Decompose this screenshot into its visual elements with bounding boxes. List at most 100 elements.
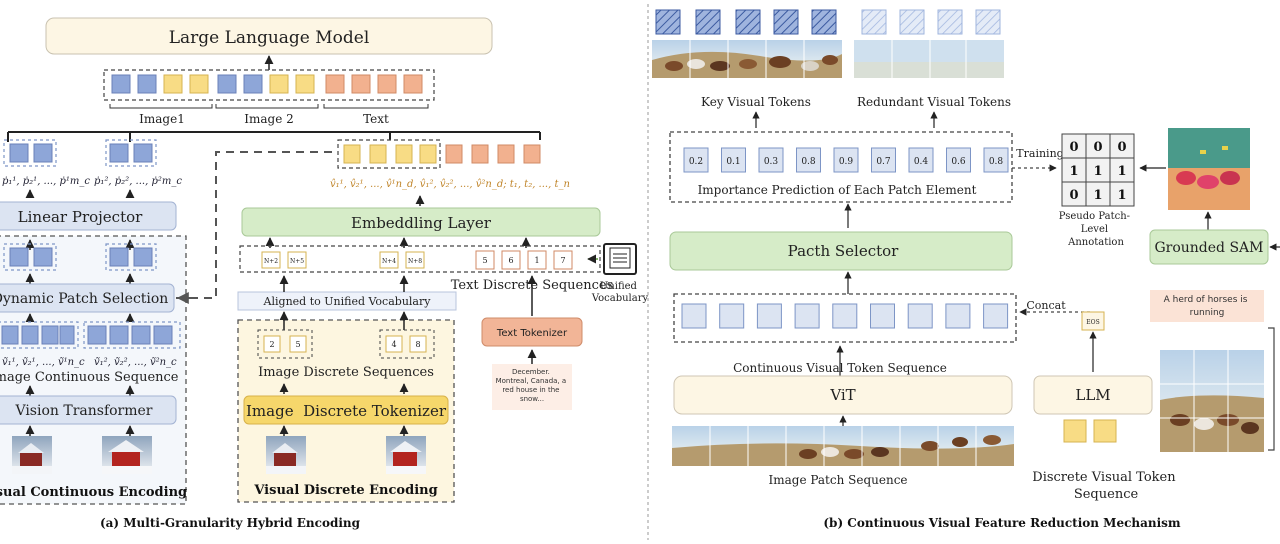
- matrix-value: 1: [1093, 188, 1102, 203]
- grounded-sam-box: [1149, 229, 1269, 265]
- score-value: 0.4: [914, 157, 929, 167]
- token-yellow: [295, 74, 315, 94]
- embedding-layer-box: [241, 207, 601, 237]
- score-cell: [983, 147, 1009, 173]
- matrix-value: 1: [1069, 164, 1078, 179]
- visual-continuous-encoding: Visual Continuous Encoding: [0, 485, 187, 500]
- cvts-token: [832, 303, 858, 329]
- cvts-token: [907, 303, 933, 329]
- p-seq-2: ṗ₁², ṗ₂², ..., ṗ²m_c: [94, 176, 182, 187]
- score-value: 0.8: [989, 157, 1004, 167]
- unified-vocabulary: Unified Vocabulary: [591, 281, 649, 304]
- embedding-layer-label: Embeddling Layer: [351, 214, 492, 232]
- linear-projector-label: Linear Projector: [18, 208, 143, 226]
- score-cell: [908, 147, 934, 173]
- score-value: 0.3: [764, 157, 779, 167]
- text-input: December. Montreal, Canada, a red house …: [496, 368, 569, 403]
- horse-grid-image: [1160, 350, 1264, 452]
- p-seq-1: ṗ₁¹, ṗ₂¹, ..., ṗ¹m_c: [2, 176, 90, 187]
- redundant-visual-image-strip: [854, 40, 1004, 78]
- importance-label: Importance Prediction of Each Patch Elem…: [698, 183, 977, 197]
- vit-box: [673, 375, 1013, 415]
- aligned-vocab-label: Aligned to Unified Vocabulary: [263, 295, 432, 308]
- text-token-id: 5: [482, 256, 487, 265]
- discrete-visual-token-sequence: Discrete Visual Token Sequence: [1032, 470, 1179, 502]
- redundant-visual-tokens-label: Redundant Visual Tokens: [857, 95, 1011, 109]
- matrix-cell: [1061, 133, 1087, 159]
- matrix-cell: [1061, 181, 1087, 207]
- key-hatched-tokens: [655, 9, 837, 35]
- image-discrete-tokenizer-label: Image Discrete Tokenizer: [246, 402, 447, 420]
- discrete-token: [1063, 419, 1087, 443]
- score-value: 0.9: [839, 157, 854, 167]
- eos-label: EOS: [1086, 319, 1099, 326]
- matrix-value: 0: [1069, 188, 1078, 203]
- disc-token-frame: [337, 139, 441, 169]
- llm-label: Large Language Model: [169, 28, 370, 48]
- cvts-token: [756, 303, 782, 329]
- patch-selector-label: Pacth Selector: [788, 242, 900, 260]
- caption-right: (b) Continuous Visual Feature Reduction …: [823, 516, 1181, 530]
- token-yellow: [269, 74, 289, 94]
- matrix-value: 0: [1069, 140, 1078, 155]
- image-patch-sequence: [672, 426, 1014, 466]
- token-yellow: [163, 74, 183, 94]
- group-label-image2: Image 2: [244, 112, 294, 126]
- grounded-sam-label: Grounded SAM: [1154, 240, 1263, 256]
- cvts-tokens: [681, 303, 1009, 329]
- cvts-frame: [673, 293, 1017, 343]
- cvts-token: [681, 303, 707, 329]
- disc-id: 8: [415, 340, 420, 349]
- v-seq-2: ṽ₁², ṽ₂², ..., ṽ²n_c: [94, 357, 177, 368]
- prompt-text: A herd of horses is running: [1164, 295, 1251, 318]
- matrix-value: 1: [1117, 164, 1126, 179]
- text-token-id: 1: [534, 256, 539, 265]
- eos-token: [1081, 311, 1105, 331]
- cvts-token: [945, 303, 971, 329]
- score-value: 0.2: [689, 157, 703, 167]
- p-token-frame-2: [105, 139, 157, 167]
- linear-projector-box: [0, 201, 177, 231]
- token-id: N+5: [290, 258, 304, 265]
- cvts-token: [870, 303, 895, 329]
- top-token-frame: [103, 69, 435, 101]
- matrix-cell: [1109, 133, 1135, 159]
- house-image-2: [102, 436, 152, 474]
- disc-id: 4: [391, 340, 396, 349]
- cvts-token: [983, 303, 1009, 329]
- score-cell: [683, 147, 709, 173]
- redundant-hatched-tokens: [861, 9, 1001, 35]
- image-patch-sequence-label: Image Patch Sequence: [768, 473, 907, 487]
- p-token-frame-1: [3, 139, 57, 167]
- token-blue: [111, 74, 131, 94]
- score-value: 0.6: [951, 157, 966, 167]
- house-image-1: [12, 436, 52, 474]
- score-cell: [946, 147, 971, 173]
- token-orange: [403, 74, 423, 94]
- llm-small-label: LLM: [1075, 386, 1110, 404]
- text-token-id: 7: [560, 256, 565, 265]
- image-continuous-sequence: Image Continuous Sequence: [0, 370, 179, 385]
- dynamic-patch-selection-label: Dynamic Patch Selection: [0, 291, 168, 307]
- key-visual-image-strip: [652, 40, 842, 78]
- image-discrete-sequences: Image Discrete Sequences: [258, 365, 434, 380]
- score-value: 0.7: [876, 157, 891, 167]
- score-cell: [871, 147, 896, 173]
- concat-label: Concat: [1026, 299, 1066, 312]
- token-id: N+2: [264, 258, 278, 265]
- text-input-box: [492, 364, 572, 410]
- score-value: 0.8: [801, 157, 816, 167]
- token-blue: [217, 74, 237, 94]
- unified-id-frame: [239, 245, 601, 273]
- llm-small-box: [1033, 375, 1153, 415]
- matrix-value: 1: [1117, 188, 1126, 203]
- group-label-image1: Image1: [139, 112, 185, 126]
- book-icon: [603, 243, 637, 275]
- matrix-cell: [1109, 157, 1135, 183]
- pseudo-label: Pseudo Patch- Level Annotation: [1059, 211, 1133, 248]
- top-token-row: [111, 74, 423, 94]
- matrix-cell: [1085, 157, 1111, 183]
- v-seq-1: ṽ₁¹, ṽ₂¹, ..., ṽ¹n_c: [2, 357, 85, 368]
- matrix-cell: [1061, 157, 1087, 183]
